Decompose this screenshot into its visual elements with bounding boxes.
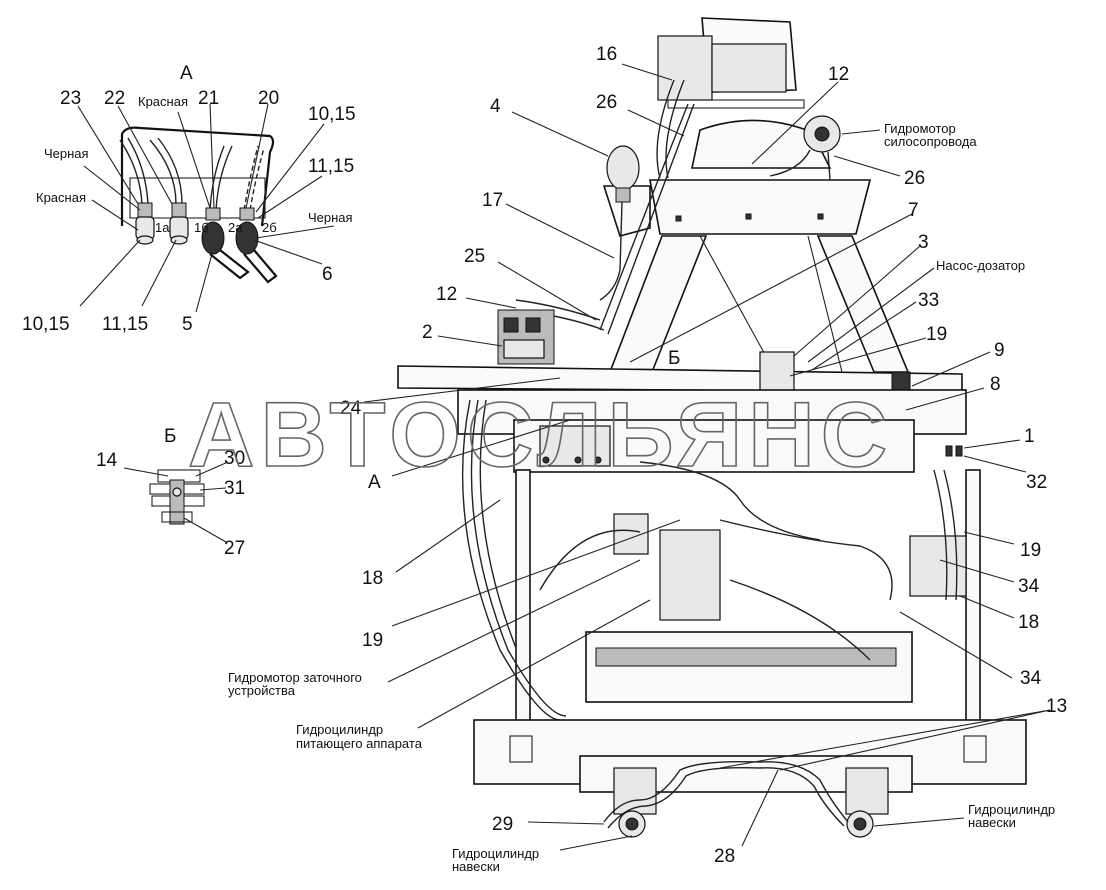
callout-34-lower: 34 — [1020, 668, 1042, 689]
callout-5: 5 — [182, 314, 193, 335]
callout-19-left: 19 — [362, 630, 383, 651]
label-naveska-right-2: навески — [968, 815, 1016, 830]
hose-6 — [243, 249, 278, 284]
mast-head — [649, 179, 872, 235]
coupling-2a — [201, 207, 250, 280]
callout-12-top: 12 — [828, 64, 849, 85]
coupling-1b — [169, 202, 189, 245]
block-middle — [659, 529, 721, 621]
callout-7: 7 — [908, 200, 919, 221]
callout-26-right: 26 — [904, 168, 925, 189]
callout-9: 9 — [994, 340, 1005, 361]
callout-24: 24 — [340, 398, 362, 419]
callout-22: 22 — [104, 88, 125, 109]
detail-b-title: Б — [164, 426, 176, 447]
main-assembly: 16 12 26 4 Гидромотор силосопровода 26 1… — [228, 17, 1067, 874]
callout-33: 33 — [918, 290, 939, 311]
label-krasnaya-left: Красная — [36, 190, 86, 205]
hitch-cylinder-left — [613, 767, 657, 838]
detail-a-plate — [129, 177, 266, 219]
callout-26-top: 26 — [596, 92, 617, 113]
hose-22 — [149, 139, 177, 205]
detail-a-title: А — [180, 63, 193, 84]
post-left — [515, 469, 531, 741]
callout-16: 16 — [596, 44, 617, 65]
callout-8: 8 — [990, 374, 1001, 395]
hitch-cylinder-right — [845, 767, 889, 838]
port-mark-2a: 2а — [228, 220, 243, 235]
label-pitayushchii-1: Гидроцилиндр — [296, 722, 383, 737]
label-naveska-left-1: Гидроцилиндр — [452, 846, 539, 861]
detail-a-panel — [120, 126, 275, 227]
label-zatochnoe-1: Гидромотор заточного — [228, 670, 362, 685]
callout-29: 29 — [492, 814, 513, 835]
callout-13: 13 — [1046, 696, 1067, 717]
callout-19-right: 19 — [1020, 540, 1041, 561]
label-nasos-dozator: Насос-дозатор — [936, 258, 1025, 273]
label-chernaya-left: Черная — [44, 146, 89, 161]
callout-20: 20 — [258, 88, 279, 109]
feeder-cylinder-frame — [585, 631, 913, 703]
hose-21 — [209, 145, 225, 211]
callout-10-15-top: 10,15 — [308, 104, 356, 125]
label-silo-motor-2: силосопровода — [884, 134, 977, 149]
callout-19-top: 19 — [926, 324, 947, 345]
callout-27: 27 — [224, 538, 245, 559]
callout-17: 17 — [482, 190, 503, 211]
callout-4: 4 — [490, 96, 501, 117]
view-mark-a: А — [368, 472, 381, 493]
port-mark-2b: 2б — [262, 220, 277, 235]
hose-5 — [209, 249, 250, 280]
detail-a-view: 1а 1б 2а 2б А 23 22 Красная 21 20 10,15 … — [22, 63, 356, 335]
label-silo-motor-1: Гидромотор — [884, 121, 956, 136]
post-right — [965, 469, 981, 741]
label-naveska-left-2: навески — [452, 859, 500, 874]
callout-10-15-bottom: 10,15 — [22, 314, 70, 335]
coupling-1a — [135, 202, 155, 245]
valve-33 — [759, 351, 795, 393]
coupling-2b — [235, 207, 278, 284]
callout-11-15-top: 11,15 — [308, 156, 354, 177]
port-mark-1a: 1а — [155, 220, 170, 235]
callout-28: 28 — [714, 846, 735, 867]
port-mark-1b: 1б — [194, 220, 209, 235]
label-krasnaya-top: Красная — [138, 94, 188, 109]
callout-12-mid: 12 — [436, 284, 457, 305]
detail-b-view: Б 14 30 31 27 — [96, 426, 245, 559]
detail-b-clamp — [169, 479, 185, 525]
callout-14: 14 — [96, 450, 118, 471]
callout-23: 23 — [60, 88, 81, 109]
callout-21: 21 — [198, 88, 219, 109]
callout-30: 30 — [224, 448, 245, 469]
hose-20 — [243, 145, 259, 211]
callout-25: 25 — [464, 246, 485, 267]
pump-body-16 — [657, 35, 713, 101]
callout-32: 32 — [1026, 472, 1047, 493]
section-mark-b: Б — [668, 348, 680, 369]
watermark: АВТОСЛЬЯНС — [188, 384, 893, 486]
callout-18-right: 18 — [1018, 612, 1039, 633]
label-naveska-right-1: Гидроцилиндр — [968, 802, 1055, 817]
callout-6: 6 — [322, 264, 333, 285]
callout-34-upper: 34 — [1018, 576, 1040, 597]
feeder-cylinder — [595, 647, 897, 667]
hose-28 — [603, 760, 849, 823]
callout-3: 3 — [918, 232, 929, 253]
label-chernaya-right: Черная — [308, 210, 353, 225]
callout-11-15-bottom: 11,15 — [102, 314, 148, 335]
label-zatochnoe-2: устройства — [228, 683, 296, 698]
mast-leg-left — [608, 235, 708, 373]
callout-18-left: 18 — [362, 568, 383, 589]
callout-31: 31 — [224, 478, 245, 499]
label-pitayushchii-2: питающего аппарата — [296, 736, 423, 751]
pump-right — [909, 535, 967, 597]
accumulator-4 — [606, 145, 640, 191]
hose-23 — [119, 139, 143, 205]
callout-1: 1 — [1024, 426, 1035, 447]
callout-2: 2 — [422, 322, 433, 343]
